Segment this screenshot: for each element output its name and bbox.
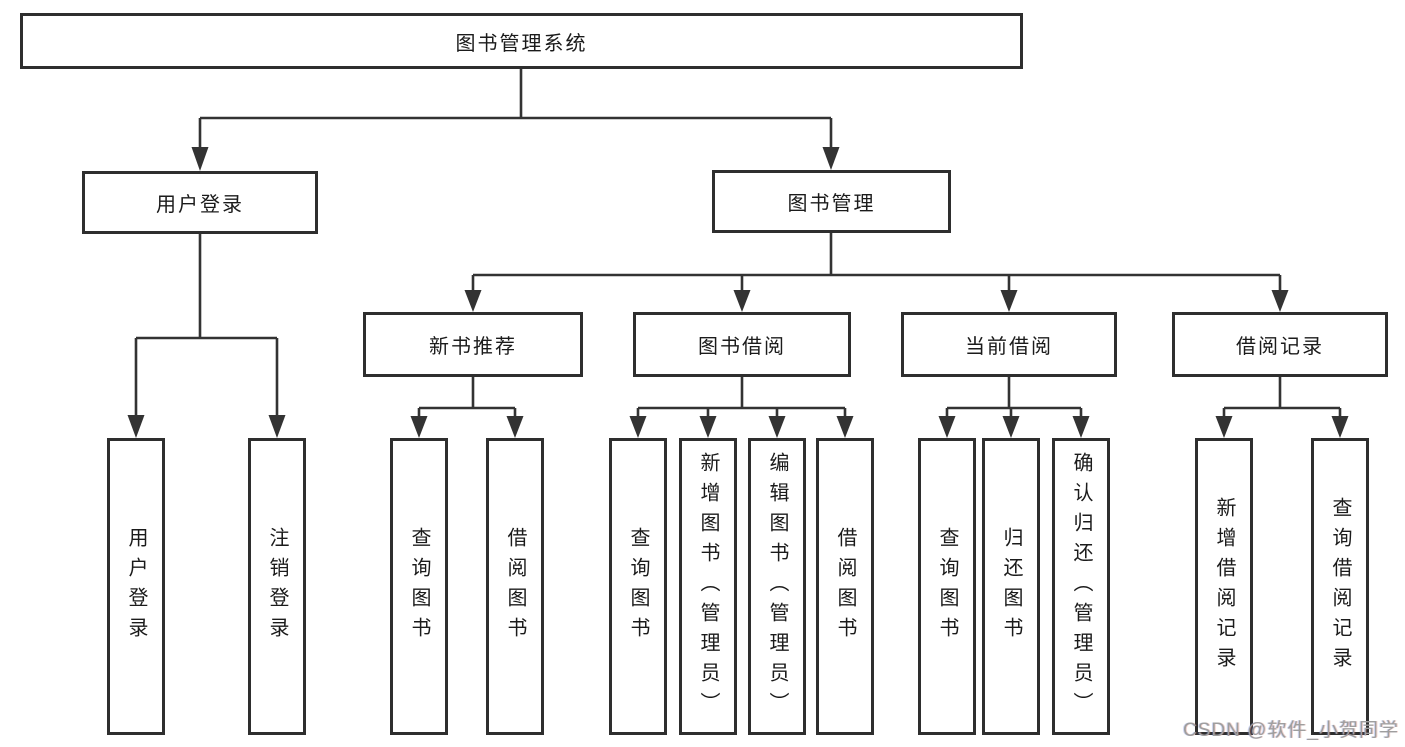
connector-bookmgmt-to-level3 bbox=[471, 233, 1282, 290]
connector-records-to-leaves bbox=[1222, 377, 1342, 416]
connector-root-to-level2 bbox=[198, 69, 833, 147]
leaf-query-borrow-record: 查询借阅记录 bbox=[1311, 438, 1369, 735]
arrowheads bbox=[127, 147, 1349, 438]
leaf-query-books-current: 查询图书 bbox=[918, 438, 976, 735]
leaf-logout: 注销登录 bbox=[248, 438, 306, 735]
leaf-return-books: 归还图书 bbox=[982, 438, 1040, 735]
leaf-edit-book-admin: 编辑图书（管理员） bbox=[748, 438, 806, 735]
csdn-watermark: CSDN @软件_小贺同学 bbox=[1183, 720, 1399, 741]
connector-currentborrow-to-leaves bbox=[945, 377, 1083, 416]
leaf-add-book-admin: 新增图书（管理员） bbox=[679, 438, 737, 735]
connector-userlogin-to-leaves bbox=[134, 234, 279, 415]
leaf-add-borrow-record: 新增借阅记录 bbox=[1195, 438, 1253, 735]
leaf-query-books-recommend: 查询图书 bbox=[390, 438, 448, 735]
node-user-login: 用户登录 bbox=[82, 171, 318, 234]
leaf-query-books-borrowing: 查询图书 bbox=[609, 438, 667, 735]
connector-newbook-to-leaves bbox=[417, 377, 517, 416]
node-current-borrowing: 当前借阅 bbox=[901, 312, 1117, 377]
node-new-book-recommend: 新书推荐 bbox=[363, 312, 583, 377]
leaf-user-login: 用户登录 bbox=[107, 438, 165, 735]
node-borrowing-records: 借阅记录 bbox=[1172, 312, 1388, 377]
leaf-confirm-return-admin: 确认归还（管理员） bbox=[1052, 438, 1110, 735]
node-book-borrowing: 图书借阅 bbox=[633, 312, 851, 377]
leaf-borrow-books-borrowing: 借阅图书 bbox=[816, 438, 874, 735]
leaf-borrow-books-recommend: 借阅图书 bbox=[486, 438, 544, 735]
node-library-system: 图书管理系统 bbox=[20, 13, 1023, 69]
connector-bookborrow-to-leaves bbox=[636, 377, 847, 416]
node-book-management: 图书管理 bbox=[712, 170, 951, 233]
